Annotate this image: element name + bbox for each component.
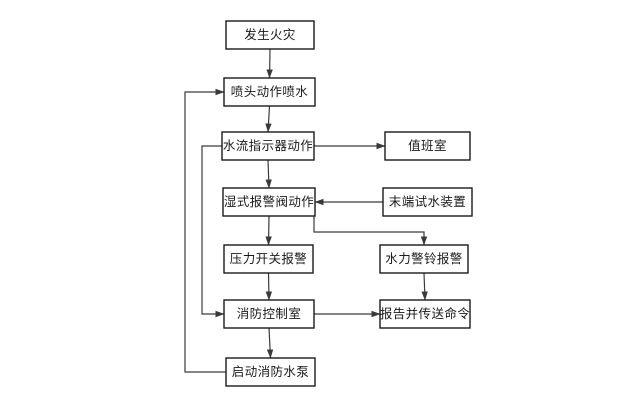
edge-layer: [184, 48, 428, 373]
e-controlroom-startpump: [266, 327, 274, 359]
flow-node-label-flowswitch: 水流指示器动作: [223, 138, 313, 153]
flow-node-pressalarm[interactable]: 压力开关报警: [223, 244, 314, 274]
flow-node-box-endtest: [382, 187, 473, 217]
flow-node-box-startpump: [225, 357, 316, 387]
e-sprinkler-flowswitch: [265, 105, 272, 133]
flow-node-label-endtest: 末端试水装置: [389, 194, 466, 209]
flow-node-label-reportcmd: 报告并传送命令: [380, 306, 470, 321]
flow-node-box-dutyroom: [384, 131, 471, 161]
e-wetvalve-pressalarm: [265, 215, 272, 246]
flow-node-sprinkler[interactable]: 喷头动作喷水: [223, 77, 316, 107]
e-flowswitch-controlroom: [201, 145, 225, 318]
flow-node-label-waterbell: 水力警铃报警: [385, 251, 462, 266]
e-startpump-sprinkler: [184, 88, 226, 373]
flow-node-box-pressalarm: [223, 244, 314, 274]
e-fire-sprinkler: [266, 48, 273, 79]
flow-node-controlroom[interactable]: 消防控制室: [223, 299, 315, 329]
flow-node-label-dutyroom: 值班室: [408, 138, 447, 153]
flow-node-box-sprinkler: [223, 77, 316, 107]
flow-node-label-controlroom: 消防控制室: [237, 306, 302, 321]
e-wetvalve-waterbell: [313, 216, 428, 246]
flow-node-label-sprinkler: 喷头动作喷水: [231, 84, 309, 99]
flow-node-box-wetvalve: [222, 187, 316, 217]
flow-node-reportcmd[interactable]: 报告并传送命令: [379, 299, 471, 329]
flow-node-box-reportcmd: [379, 299, 471, 329]
flow-node-flowswitch[interactable]: 水流指示器动作: [221, 131, 315, 161]
flow-node-box-waterbell: [379, 244, 469, 274]
flow-node-wetvalve[interactable]: 湿式报警阀动作: [222, 187, 316, 217]
flow-node-fire[interactable]: 发生火灾: [225, 20, 315, 50]
flow-node-label-startpump: 启动消防水泵: [232, 364, 309, 379]
e-pressalarm-controlroom: [265, 272, 273, 301]
flow-node-box-controlroom: [223, 299, 315, 329]
flow-node-box-flowswitch: [221, 131, 315, 161]
flow-node-endtest[interactable]: 末端试水装置: [382, 187, 473, 217]
flow-node-label-pressalarm: 压力开关报警: [230, 251, 307, 266]
flow-node-waterbell[interactable]: 水力警铃报警: [379, 244, 469, 274]
e-waterbell-reportcmd: [421, 272, 428, 301]
flow-node-dutyroom[interactable]: 值班室: [384, 131, 471, 161]
flow-node-label-wetvalve: 湿式报警阀动作: [224, 194, 314, 209]
flow-node-box-fire: [225, 20, 315, 50]
e-flowswitch-wetvalve: [265, 159, 272, 189]
flow-node-startpump[interactable]: 启动消防水泵: [225, 357, 316, 387]
flow-node-label-fire: 发生火灾: [244, 27, 296, 42]
